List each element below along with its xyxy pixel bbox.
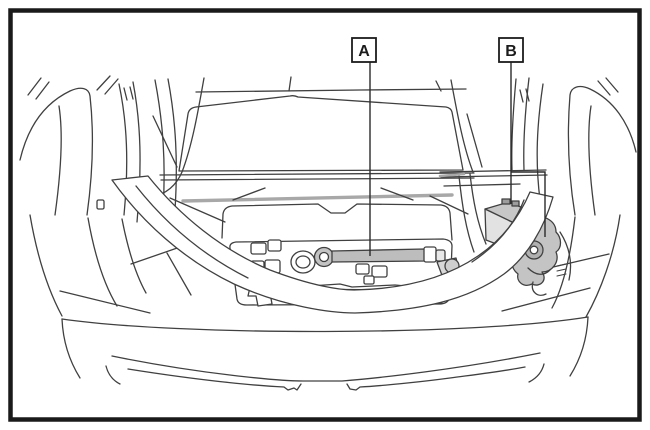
- tonneau-cover-panel: [178, 95, 464, 172]
- callouts: A B: [351, 37, 546, 256]
- bumper-shoulder-right: [501, 287, 591, 312]
- right-panel-tick: [597, 80, 611, 96]
- bumper-right-cap: [569, 316, 589, 377]
- right-bolster: [567, 85, 637, 216]
- left-panel-inner-edge: [151, 77, 205, 198]
- right-panel-inner-edge: [450, 79, 474, 173]
- rear-bumper: [59, 287, 591, 391]
- figure-border-frame: [8, 8, 642, 422]
- rear-seatback-shelf: [152, 76, 483, 181]
- shelf-tick-left: [288, 76, 292, 92]
- left-panel-tick: [96, 75, 111, 91]
- right-trim-line: [511, 78, 517, 171]
- right-ledge-line: [439, 169, 547, 173]
- jack-lower-lobe: [527, 267, 551, 275]
- bumper-mid-crease: [111, 352, 541, 382]
- trunk-sill: [111, 175, 554, 314]
- left-lower-line: [121, 218, 147, 294]
- jack-handle-tool: [313, 246, 446, 268]
- right-ledge-line: [443, 183, 521, 187]
- bumper-left-cap: [61, 318, 81, 379]
- floor-opening-shade-strip: [181, 193, 454, 203]
- sill-lip-right: [471, 199, 525, 263]
- shelf-front-edge-1: [159, 172, 475, 176]
- bumper-lower-right: [346, 366, 526, 391]
- joint-tool: [355, 263, 370, 275]
- bumper-foot-left: [105, 365, 121, 385]
- left-bolster-crease: [54, 105, 62, 216]
- left-trim-slot: [123, 86, 134, 101]
- bumper-lower-left: [127, 368, 302, 391]
- left-lower-crease: [130, 245, 184, 265]
- callout-b-label: B: [505, 43, 517, 60]
- floor-crease: [429, 195, 469, 215]
- case-latch-tab: [501, 198, 511, 205]
- bumper-top-edge: [61, 316, 589, 333]
- luggage-floor: [96, 172, 469, 241]
- left-panel-tick: [35, 81, 50, 100]
- callout-a-label: A: [358, 43, 370, 60]
- underfloor-lid: [221, 203, 453, 241]
- floor-crease: [380, 187, 414, 201]
- jack-screw-threads: [556, 263, 567, 277]
- callout-b: B: [498, 37, 546, 237]
- right-arch-line: [458, 175, 475, 253]
- right-arch-bulge: [559, 231, 572, 281]
- right-lower-line: [551, 216, 576, 309]
- shelf-back-edge: [195, 88, 467, 93]
- jack-roller-hub: [529, 245, 539, 255]
- right-trim-slot: [519, 88, 530, 103]
- socket-tool: [267, 239, 282, 252]
- right-bolster-crease: [588, 105, 596, 216]
- sill-band: [111, 175, 554, 314]
- bumper-foot-right: [528, 363, 545, 383]
- case-latch-tab: [511, 200, 520, 207]
- handle-eye-hole: [318, 251, 330, 263]
- handle-end-collar: [423, 246, 437, 263]
- shelf-tick-right: [435, 80, 442, 92]
- joint-tool-link: [363, 275, 375, 285]
- floor-crease: [169, 197, 226, 223]
- left-lower-outer: [29, 214, 63, 317]
- bumper-shoulder-left: [59, 290, 151, 314]
- shelf-gap-left: [152, 115, 178, 168]
- towing-eyelet-hole-inner: [295, 255, 311, 269]
- jack-hook: [531, 281, 547, 296]
- callout-b-branch-line: [511, 171, 546, 237]
- handle-end-nub: [435, 249, 446, 262]
- left-lower-line: [87, 217, 118, 307]
- left-bolster: [19, 87, 94, 216]
- floor-crease: [232, 187, 266, 201]
- handle-bar: [331, 248, 427, 263]
- left-lower-crease: [166, 252, 192, 296]
- left-panel-tick: [27, 77, 42, 96]
- right-trim-line: [536, 83, 544, 201]
- ledge-shade-strip: [438, 172, 466, 178]
- callout-a: A: [351, 37, 377, 256]
- left-panel-tick: [104, 78, 119, 95]
- right-panel-tick: [605, 77, 619, 93]
- right-arch-line: [469, 173, 487, 245]
- sill-lip-left: [135, 185, 249, 279]
- right-lower-outer: [585, 214, 621, 318]
- shelf-front-edge-2: [160, 177, 475, 181]
- callout-a-box: [351, 37, 377, 63]
- socket-tool: [250, 242, 267, 255]
- callout-b-box: [498, 37, 524, 63]
- cargo-hook: [96, 199, 105, 210]
- joint-tool: [371, 265, 388, 278]
- right-trim-line: [523, 77, 530, 171]
- left-trim-line: [167, 78, 177, 211]
- shelf-gap-right: [466, 113, 483, 168]
